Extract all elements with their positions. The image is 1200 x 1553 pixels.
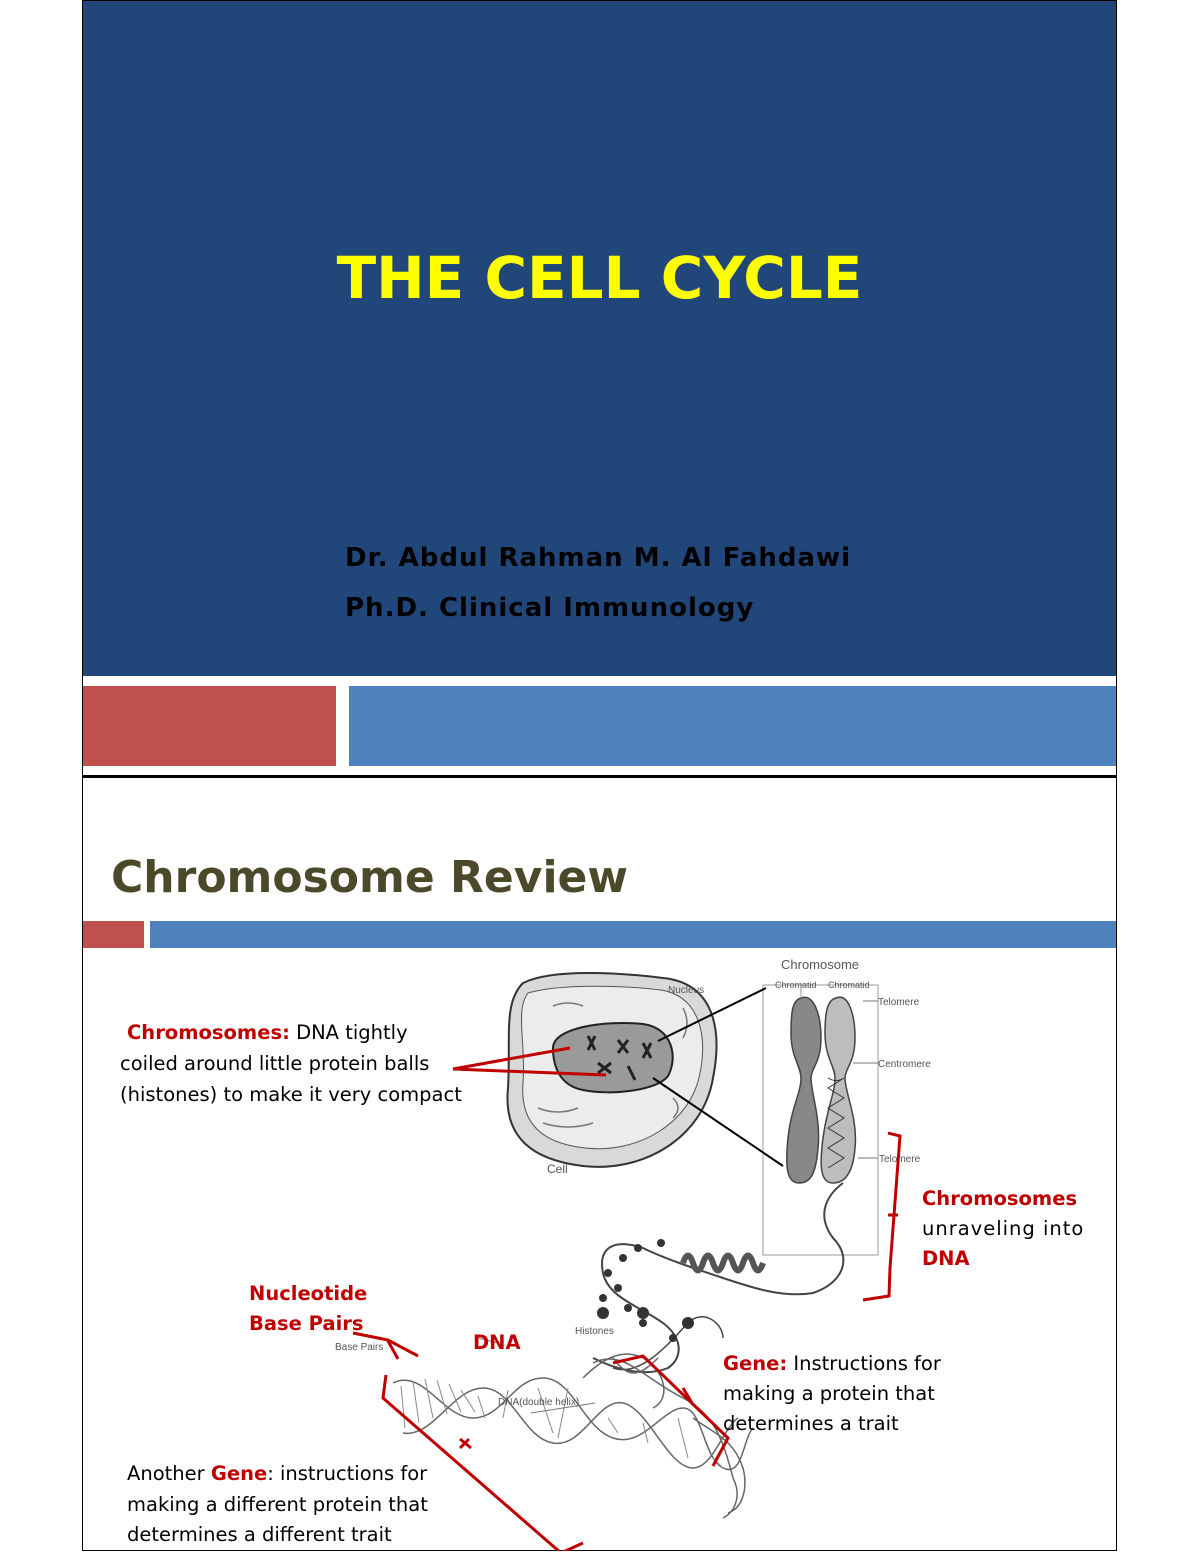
label-centromere: Centromere: [878, 1059, 931, 1070]
label-cell: Cell: [547, 1162, 568, 1176]
label-nucleus: Nucleus: [668, 985, 704, 996]
gene-note-line2: making a protein that: [723, 1382, 935, 1405]
accent-bar-blue: [349, 686, 1116, 766]
gene-note-line3: determines a trait: [723, 1412, 899, 1435]
another-gene-line3: determines a different trait: [127, 1523, 392, 1546]
gene-note: Gene: Instructions for: [723, 1348, 941, 1379]
another-gene-note: Another Gene: instructions for: [127, 1458, 427, 1489]
unraveling-line2: unraveling into: [922, 1217, 1085, 1240]
accent-bar-blue: [150, 921, 1116, 948]
slide-title: THE CELL CYCLE Dr. Abdul Rahman M. Al Fa…: [82, 0, 1117, 776]
another-gene-term: Gene: [210, 1462, 268, 1485]
dna-label: DNA: [473, 1331, 521, 1354]
cell-illustration: [506, 972, 718, 1168]
another-gene-line2: making a different protein that: [127, 1493, 428, 1516]
author-name: Dr. Abdul Rahman M. Al Fahdawi: [345, 543, 851, 573]
gene-note-line1: Instructions for: [787, 1352, 941, 1375]
label-histones: Histones: [575, 1326, 614, 1337]
unraveling-line3: DNA: [922, 1247, 970, 1270]
label-dna-double-helix: DNA(double helix): [498, 1397, 579, 1408]
dna-helix-illustration: [392, 1353, 754, 1519]
author-degree: Ph.D. Clinical Immunology: [345, 593, 755, 623]
label-telomere-bottom: Telomere: [879, 1154, 921, 1165]
another-gene-prefix: Another: [127, 1462, 211, 1485]
nucleotide-label-line2: Base Pairs: [249, 1312, 364, 1335]
nucleotide-label-line1: Nucleotide: [249, 1282, 368, 1305]
label-chromatid-right: Chromatid: [828, 980, 870, 990]
accent-bar-red: [83, 921, 144, 948]
slide-chromosome-review: Chromosome Review: [82, 776, 1117, 1551]
accent-bar-red: [83, 686, 336, 766]
label-chromosome: Chromosome: [781, 957, 859, 972]
chromosomes-note-line3: (histones) to make it very compact: [120, 1083, 462, 1106]
chromosomes-note: Chromosomes: DNA tightly: [127, 1017, 408, 1048]
page-title: Chromosome Review: [111, 852, 629, 903]
chromosomes-note-line2: coiled around little protein balls: [120, 1052, 430, 1075]
base-pairs-illustration: [400, 1378, 724, 1469]
slide-title-text: THE CELL CYCLE: [336, 244, 863, 312]
gene-term: Gene:: [723, 1352, 788, 1375]
chromosomes-note-line1: DNA tightly: [289, 1021, 408, 1044]
chromosome-diagram: Chromosome Chromatid Chromatid Nucleus T…: [335, 957, 931, 1551]
title-background: [83, 1, 1116, 676]
chromosome-illustration: [762, 984, 879, 1256]
label-telomere-top: Telomere: [878, 997, 920, 1008]
unraveling-term: Chromosomes: [922, 1187, 1078, 1210]
unraveling-dna-illustration: [592, 1182, 845, 1374]
chromosomes-term: Chromosomes:: [127, 1021, 290, 1044]
label-chromatid-left: Chromatid: [775, 980, 817, 990]
another-gene-line1: : instructions for: [267, 1462, 428, 1485]
histones-illustration: [597, 1239, 694, 1342]
annotation-arrows: [352, 1046, 902, 1551]
label-base-pairs: Base Pairs: [335, 1342, 383, 1353]
